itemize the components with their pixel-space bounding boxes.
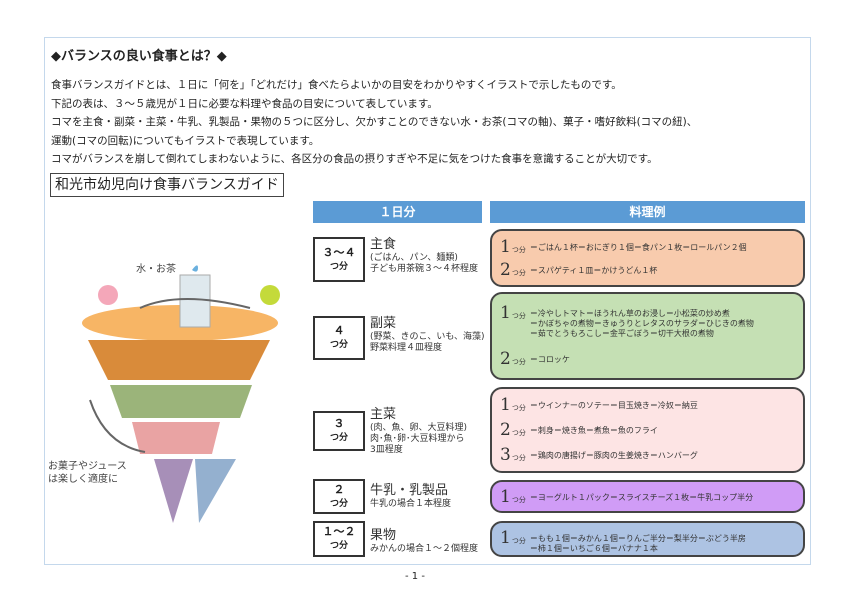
example-dishes: ＝スパゲティ１皿＝かけうどん１杯: [529, 265, 658, 275]
serving-count-box: ４ つ分: [313, 316, 365, 360]
snack-label-line1: お菓子やジュース: [48, 461, 127, 472]
example-dishes: ＝ごはん１杯＝おにぎり１個＝食パン１枚＝ロールパン２個: [529, 242, 747, 252]
category-name: 副菜: [370, 316, 397, 331]
serving-unit: つ分: [329, 340, 348, 350]
example-dishes: ＝ウインナーのソテー＝目玉焼き＝冷奴＝納豆: [529, 401, 698, 411]
serving-count: ３: [333, 417, 345, 430]
header-daily: １日分: [313, 201, 482, 223]
serving-number: 2: [500, 349, 511, 370]
serving-unit: つ分: [511, 358, 526, 367]
category-name: 果物: [370, 528, 397, 543]
category-sub: (野菜、きのこ、いも、海藻): [370, 332, 485, 342]
category-name: 主食: [370, 237, 397, 252]
serving-number: 1: [500, 395, 511, 416]
snack-label: お菓子やジュースは楽しく適度に: [48, 460, 127, 486]
serving-number: 2: [500, 419, 511, 440]
snack-label-line2: は楽しく適度に: [48, 474, 118, 485]
example-dishes: ＝鶏肉の唐揚げ＝豚肉の生姜焼き＝ハンバーグ: [529, 450, 698, 460]
balance-top-illustration: [82, 265, 280, 523]
guide-title: 和光市幼児向け食事バランスガイド: [50, 173, 284, 197]
serving-unit: つ分: [511, 428, 526, 437]
serving-unit: つ分: [511, 311, 526, 320]
intro-line: 下記の表は、３～５歳児が１日に必要な料理や食品の目安について表しています。: [51, 97, 438, 110]
serving-count: ２: [333, 482, 345, 496]
serving-count-box: １～２ つ分: [313, 521, 365, 557]
category: 牛乳・乳製品牛乳の場合１本程度: [370, 483, 451, 510]
serving-unit: つ分: [329, 433, 348, 443]
serving-count-box: ２ つ分: [313, 479, 365, 514]
example-dishes: ＝冷やしトマト＝ほうれん草のお浸し＝小松菜の炒め煮: [529, 308, 730, 318]
serving-unit: つ分: [511, 453, 526, 462]
intro-line: コマがバランスを崩して倒れてしまわないように、各区分の食品の摂りすぎや不足に気を…: [51, 153, 658, 165]
serving-unit: つ分: [511, 537, 526, 545]
serving-count-box: ３～４ つ分: [313, 237, 365, 282]
serving-unit: つ分: [329, 541, 348, 551]
serving-unit: つ分: [511, 245, 526, 254]
serving-number: 1: [500, 236, 511, 257]
example-dishes: ＝柿１個＝いちご６個＝バナナ１本: [529, 544, 658, 553]
intro-text: 食事バランスガイドとは、１日に「何を」「どれだけ」食べたらよいかの目安をわかりや…: [51, 76, 697, 169]
example-dishes: ＝コロッケ: [529, 355, 570, 365]
category-note: 3皿程度: [370, 445, 403, 455]
header-examples: 料理例: [490, 201, 805, 223]
serving-count: １～２: [322, 525, 356, 538]
serving-count: ３～４: [322, 245, 356, 259]
serving-number: 2: [500, 259, 511, 280]
example-dishes: ＝ヨーグルト１パック＝スライスチーズ１枚＝牛乳コップ半分: [529, 493, 754, 502]
serving-number: 1: [500, 302, 511, 323]
serving-unit: つ分: [511, 404, 526, 413]
category: 果物みかんの場合１～２個程度: [370, 528, 478, 555]
serving-count: ４: [333, 324, 345, 337]
intro-line: 運動(コマの回転)についてもイラストで表現しています。: [51, 134, 320, 147]
example-dishes: ＝もも１個＝みかん１個＝りんご半分＝梨半分＝ぶどう半房: [529, 534, 746, 543]
intro-line: 食事バランスガイドとは、１日に「何を」「どれだけ」食べたらよいかの目安をわかりや…: [51, 79, 622, 91]
serving-unit: つ分: [511, 496, 526, 504]
intro-line: コマを主食・副菜・主菜・牛乳、乳製品・果物の５つに区分し、欠かすことのできない水…: [51, 116, 698, 128]
example-dishes: ＝茹でとうもろこし＝金平ごぼう＝切干大根の煮物: [529, 328, 714, 338]
category-note: みかんの場合１～２個程度: [370, 544, 479, 554]
category-note: 子ども用茶碗３～４杯程度: [370, 264, 479, 274]
serving-unit: つ分: [329, 498, 348, 509]
serving-unit: つ分: [329, 261, 348, 272]
serving-unit: つ分: [511, 268, 526, 277]
category-sub: (ごはん、パン、麺類): [370, 253, 458, 263]
page-frame: [44, 37, 811, 565]
section-heading: ◆バランスの良い食事とは？◆: [51, 49, 227, 64]
serving-number: 3: [500, 444, 511, 465]
category-note: 牛乳の場合１本程度: [370, 499, 452, 509]
serving-number: 1: [500, 528, 511, 548]
category: 副菜(野菜、きのこ、いも、海藻)野菜料理４皿程度: [370, 316, 485, 354]
page-number: - 1 -: [405, 571, 425, 582]
category-note: 肉･魚･卵･大豆料理から: [370, 434, 465, 444]
example-dishes: ＝かぼちゃの煮物＝きゅうりとレタスのサラダ＝ひじきの煮物: [529, 318, 754, 328]
serving-count-box: ３ つ分: [313, 411, 365, 451]
category: 主食(ごはん、パン、麺類)子ども用茶碗３～４杯程度: [370, 237, 478, 275]
category-name: 牛乳・乳製品: [370, 483, 449, 498]
category-sub: (肉、魚、卵、大豆料理): [370, 423, 468, 433]
example-dishes: ＝刺身＝焼き魚＝煮魚＝魚のフライ: [529, 425, 658, 435]
category-name: 主菜: [370, 407, 397, 422]
serving-number: 1: [500, 487, 511, 507]
water-tea-label: 水・お茶: [136, 264, 176, 275]
category-note: 野菜料理４皿程度: [370, 343, 443, 353]
